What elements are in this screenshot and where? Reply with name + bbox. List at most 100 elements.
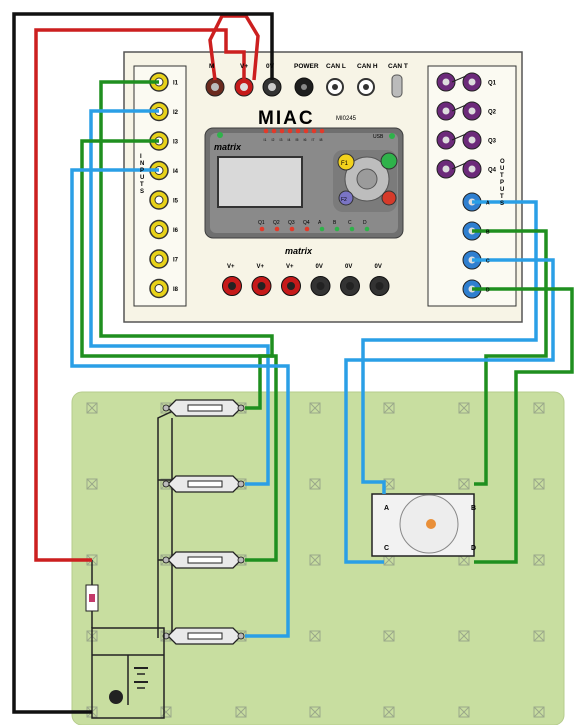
usb-led	[389, 133, 395, 139]
status-led	[217, 132, 223, 138]
output-led	[274, 226, 280, 232]
input-label: I6	[173, 228, 179, 234]
board-pin	[383, 630, 395, 642]
relay-label: Q4	[488, 168, 497, 174]
f1-key[interactable]	[337, 153, 355, 171]
input-socket-core	[154, 195, 164, 205]
wires	[12, 12, 574, 714]
outputs-title-letter: S	[500, 201, 504, 207]
relay-label: Q1	[488, 81, 497, 87]
input-label: I1	[173, 81, 179, 87]
motor-coil-label: A	[384, 505, 389, 512]
output-led-label: C	[348, 220, 352, 226]
f2-label: F2	[341, 197, 347, 203]
board-pin	[458, 630, 470, 642]
power-terminal-label: V+	[286, 264, 294, 270]
power-terminal-core	[257, 282, 266, 290]
input-sockets	[149, 72, 169, 299]
power-terminal-core	[287, 282, 295, 290]
top-connector-label: CAN T	[388, 63, 408, 70]
board-pin	[383, 402, 395, 414]
power-terminal-core	[228, 282, 236, 290]
board-pin	[86, 478, 98, 490]
input-led	[263, 128, 269, 134]
relay-label: Q3	[488, 139, 497, 145]
board-pin	[533, 554, 545, 566]
green-wire-i3	[80, 139, 278, 562]
input-socket-core	[154, 284, 164, 293]
push-switch	[162, 399, 245, 417]
motor-coil-label: D	[471, 545, 476, 552]
relay-symbol	[451, 75, 467, 83]
green-key[interactable]	[380, 152, 398, 170]
input-led	[271, 128, 277, 134]
output-label: A	[486, 201, 490, 207]
battery-module	[91, 627, 165, 719]
relay-socket-core	[442, 136, 450, 144]
output-led-label: B	[333, 220, 337, 226]
relay-symbol	[451, 133, 467, 141]
green-wire-i1	[99, 80, 274, 410]
input-label: I8	[173, 287, 179, 293]
board-pin	[235, 706, 247, 718]
input-led	[319, 128, 325, 134]
f2-key[interactable]	[338, 190, 354, 206]
relay-socket-core	[468, 165, 476, 173]
panel-brand-top: matrix	[214, 142, 242, 152]
output-leds	[259, 226, 370, 232]
output-led-label: A	[318, 220, 322, 226]
push-switch	[162, 475, 245, 493]
input-led	[279, 128, 285, 134]
output-led	[349, 226, 355, 232]
buzzer	[109, 690, 123, 704]
board-pin	[533, 630, 545, 642]
relay-socket-core	[468, 136, 476, 144]
inputs-title-letter: P	[140, 168, 144, 174]
fuse	[85, 560, 99, 628]
input-led	[287, 128, 293, 134]
blue-wire-i2	[89, 109, 270, 486]
inputs-title-letter: U	[140, 175, 144, 181]
f1-label: F1	[341, 161, 349, 167]
patch-board	[71, 391, 565, 725]
board-pin	[383, 706, 395, 718]
input-led-label: I2	[272, 138, 275, 142]
lcd-screen	[217, 156, 303, 208]
input-led-label: I5	[296, 138, 299, 142]
outputs-title-letter: P	[500, 180, 504, 186]
black-wire	[12, 12, 274, 714]
red-key[interactable]	[381, 190, 397, 206]
can-t-switch[interactable]	[391, 74, 403, 98]
output-led	[364, 226, 370, 232]
blue-wire-i4	[70, 168, 290, 638]
outputs-title-letter: U	[500, 187, 504, 193]
output-led-label: Q1	[258, 220, 265, 226]
top-connector-label: V+	[240, 63, 248, 70]
board-pin	[458, 706, 470, 718]
top-connector-label: 0V	[266, 63, 275, 70]
top-connector-label: CAN L	[326, 63, 346, 70]
power-terminal-label: 0V	[316, 264, 323, 270]
relay-socket-core	[442, 165, 450, 173]
output-led	[304, 226, 310, 232]
input-led-label: I6	[304, 138, 307, 142]
usb-label: USB	[373, 134, 384, 140]
relay-symbol	[451, 104, 467, 112]
input-led	[311, 128, 317, 134]
inputs-title-letter: N	[140, 161, 144, 167]
board-pin	[533, 706, 545, 718]
power-terminal-label: V+	[227, 264, 235, 270]
push-switch	[162, 551, 245, 569]
board-pin	[533, 402, 545, 414]
input-label: I4	[173, 169, 179, 175]
relay-socket-core	[468, 78, 476, 86]
relay-socket-core	[442, 107, 450, 115]
power-terminal-core	[346, 282, 354, 290]
input-leds	[263, 128, 325, 134]
board-pin	[309, 630, 321, 642]
output-label: B	[486, 230, 490, 236]
input-led	[303, 128, 309, 134]
red-wire	[34, 28, 246, 562]
